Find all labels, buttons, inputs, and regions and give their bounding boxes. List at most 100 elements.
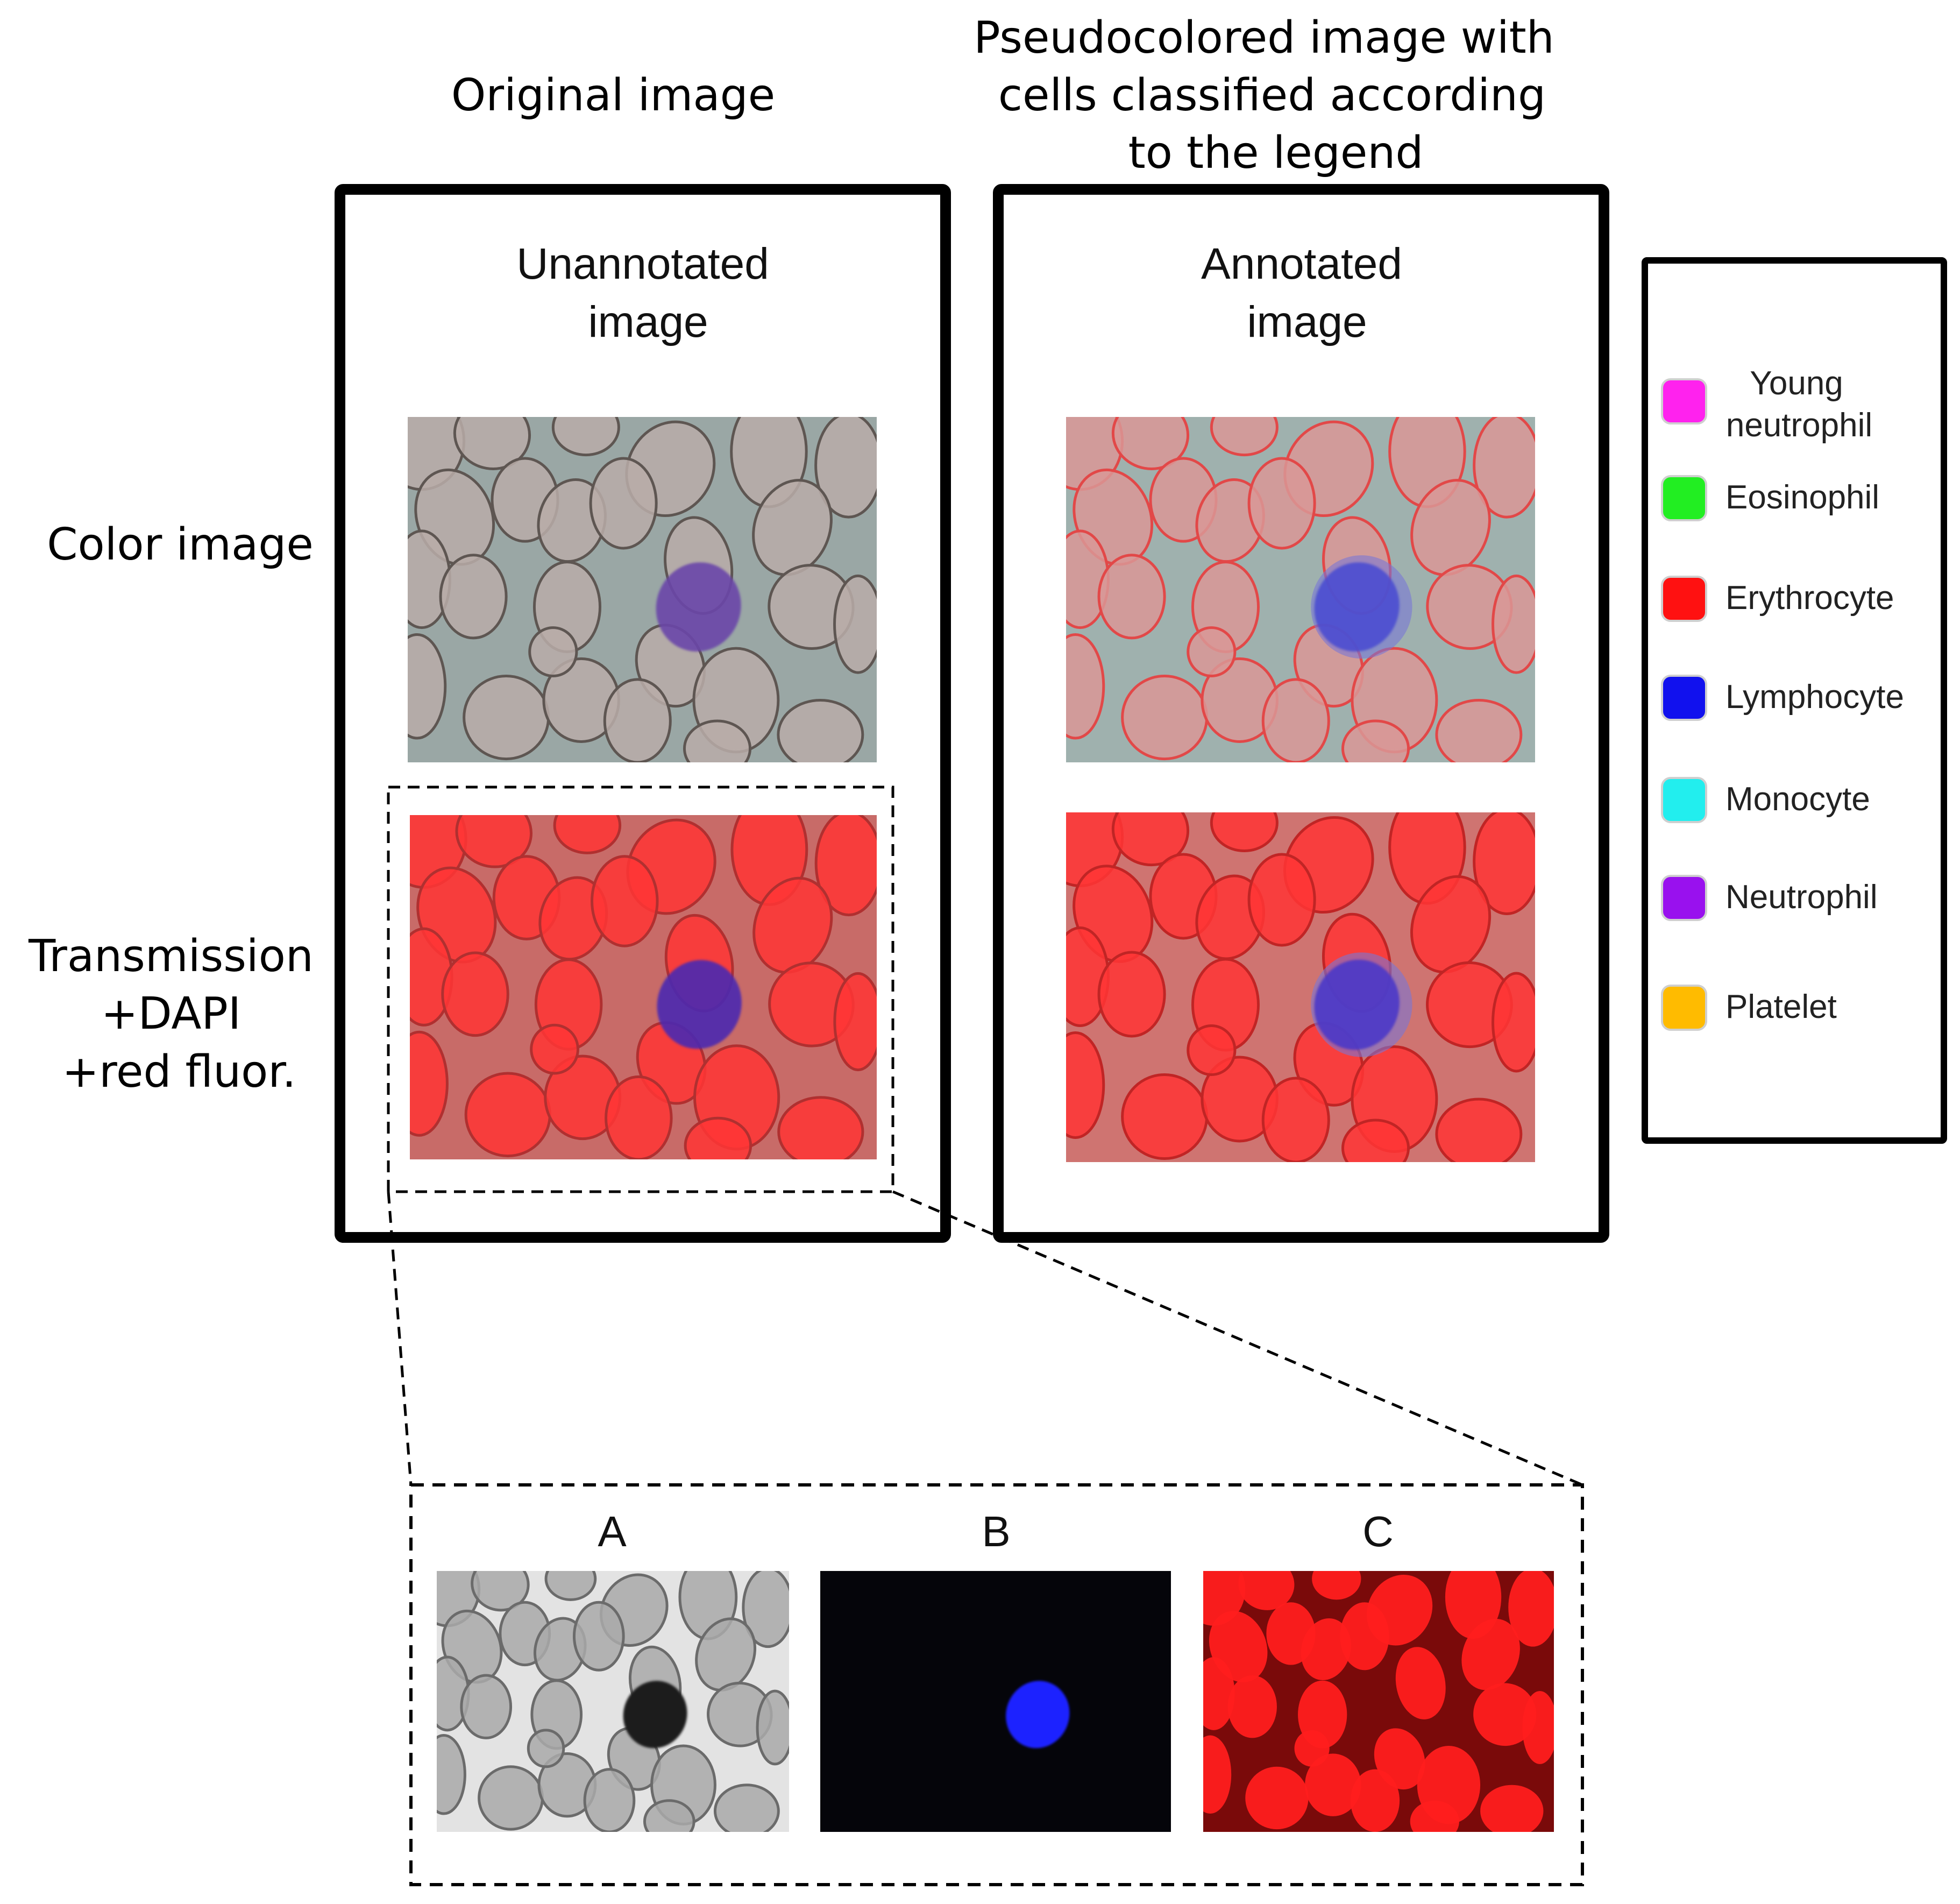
nucleus <box>1314 959 1400 1050</box>
cell-1 <box>453 417 531 470</box>
cell-19 <box>1121 675 1209 761</box>
cell-21 <box>605 1075 673 1159</box>
row-label-color-image: Color image <box>47 519 314 570</box>
zoom-line-right <box>892 1190 1583 1487</box>
cell-5 <box>742 1571 789 1648</box>
cell-25 <box>527 1729 565 1768</box>
micrograph-transmission-annotated <box>1066 812 1535 1162</box>
legend-swatch <box>1661 675 1707 721</box>
cell-8 <box>1301 1618 1351 1680</box>
cell-21 <box>1261 1077 1330 1162</box>
nucleus <box>657 960 742 1049</box>
legend-label: Erythrocyte <box>1725 579 1894 617</box>
legend-item-0: Young neutrophil <box>1661 365 1872 444</box>
cell-1 <box>1238 1571 1295 1610</box>
cell-24 <box>684 1116 752 1159</box>
legend-item-4: Monocyte <box>1661 777 1870 823</box>
inset-image-c-red-fluor <box>1203 1571 1554 1832</box>
micrograph-transmission-unannotated <box>410 815 877 1159</box>
cell-12 <box>1203 1657 1235 1730</box>
legend-swatch <box>1661 985 1707 1031</box>
cell-19 <box>478 1765 544 1831</box>
cell-12 <box>408 529 451 629</box>
cell-21 <box>583 1768 636 1832</box>
cell-13 <box>441 951 509 1037</box>
nucleus <box>656 562 741 652</box>
cell-17 <box>756 1689 789 1766</box>
legend-swatch <box>1661 875 1707 921</box>
cell-11 <box>1410 479 1491 576</box>
inset-label-b: B <box>982 1507 1010 1555</box>
cell-18 <box>408 633 447 740</box>
row-label-transmission-line-2: +DAPI <box>101 988 241 1039</box>
cell-23 <box>777 698 864 762</box>
cell-24 <box>643 1799 695 1832</box>
micrograph-color-unannotated <box>408 417 877 762</box>
legend-label: Eosinophil <box>1725 479 1879 516</box>
cell-25 <box>530 1023 579 1075</box>
legend-item-5: Neutrophil <box>1661 875 1878 921</box>
cell-5 <box>1508 1571 1554 1647</box>
cell-11 <box>695 1617 757 1691</box>
cell-17 <box>1522 1691 1554 1764</box>
cell-16 <box>1473 1683 1537 1746</box>
cell-9 <box>589 457 658 550</box>
cell-5 <box>1473 417 1535 519</box>
cell-12 <box>1066 926 1110 1027</box>
cell-24 <box>1410 1800 1459 1832</box>
cell-19 <box>463 675 550 761</box>
cell-11 <box>1410 875 1492 974</box>
panel-annotated-frame <box>993 184 1609 1243</box>
cell-13 <box>1097 554 1166 640</box>
legend-label-line-1: Young <box>1750 365 1843 402</box>
cell-13 <box>439 554 508 640</box>
cell-2 <box>1210 812 1279 852</box>
legend-item-1: Eosinophil <box>1661 475 1879 521</box>
cell-23 <box>777 1096 864 1159</box>
legend-label: Platelet <box>1725 988 1837 1025</box>
cell-12 <box>1066 529 1110 629</box>
cell-2 <box>1312 1571 1361 1600</box>
cell-25 <box>1187 626 1237 678</box>
cell-9 <box>591 855 659 947</box>
cell-25 <box>1187 1024 1237 1076</box>
cell-11 <box>1461 1618 1520 1690</box>
header-pseudocolored-line-3: to the legend <box>1128 128 1424 179</box>
cell-21 <box>603 678 672 762</box>
zoom-line-left <box>387 1191 413 1485</box>
cell-17 <box>1492 574 1535 674</box>
header-original-image: Original image <box>451 70 775 121</box>
cell-24 <box>1341 719 1410 762</box>
cell-17 <box>1492 972 1535 1073</box>
micrograph-color-annotated <box>1066 417 1535 762</box>
row-label-transmission-line-1: Transmission <box>28 931 314 982</box>
panel-unannotated-title-line-1: Unannotated <box>516 239 769 288</box>
legend-box <box>1642 257 1947 1144</box>
cell-1 <box>455 815 533 868</box>
panel-unannotated-title-line-2: image <box>588 298 708 346</box>
cell-17 <box>833 574 877 674</box>
cell-18 <box>1203 1735 1232 1814</box>
cell-11 <box>752 479 833 576</box>
panel-original-frame <box>335 184 951 1243</box>
cell-13 <box>1097 951 1166 1038</box>
cell-19 <box>1121 1073 1209 1160</box>
inset-image-b-dapi <box>820 1571 1171 1832</box>
cell-21 <box>1261 678 1330 762</box>
cell-5 <box>1473 812 1535 915</box>
inset-label-a: A <box>598 1507 627 1555</box>
legend-item-6: Platelet <box>1661 985 1837 1031</box>
cell-2 <box>551 417 620 457</box>
legend-label: Lymphocyte <box>1725 678 1904 716</box>
cell-9 <box>1247 457 1316 550</box>
legend-item-2: Erythrocyte <box>1661 576 1894 622</box>
inset-label-c: C <box>1362 1507 1394 1555</box>
legend-label-line-2: neutrophil <box>1726 407 1872 444</box>
cell-23 <box>713 1783 780 1832</box>
cell-19 <box>464 1072 551 1158</box>
legend-label: Monocyte <box>1725 781 1870 818</box>
cell-25 <box>528 626 578 678</box>
header-pseudocolored-line-2: cells classified according <box>998 70 1546 121</box>
cell-17 <box>833 972 877 1072</box>
header-pseudocolored-line-1: Pseudocolored image with <box>974 12 1554 63</box>
